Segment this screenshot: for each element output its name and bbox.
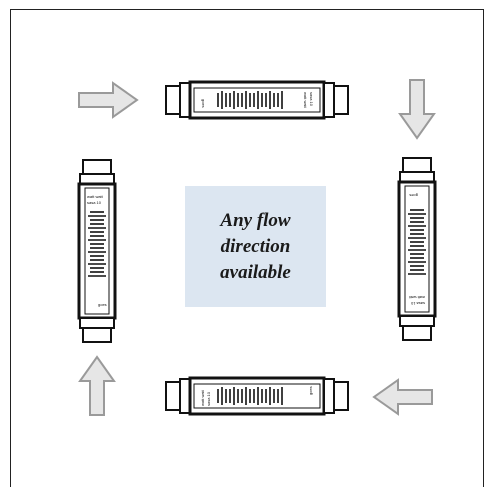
flow-arrow-up-icon <box>79 356 115 416</box>
device-bottom-label-3: sasa 10 <box>206 391 211 406</box>
device-top-label-2: watt watt <box>303 92 308 109</box>
flow-arrow-right-icon <box>78 82 138 118</box>
device-left: goes watt watt sasa 10 <box>77 158 117 344</box>
device-right-label-2: watt watt <box>408 295 425 300</box>
device-top: goes watt watt sasa 10 <box>164 80 350 120</box>
device-left-label-1: goes <box>98 302 107 307</box>
device-right: goes watt watt sasa 10 <box>397 156 437 342</box>
device-bottom-label-2: watt watt <box>200 389 205 406</box>
flow-arrow-left-icon <box>373 379 433 415</box>
center-note-box: Any flow direction available <box>185 186 326 307</box>
device-bottom: goes watt watt sasa 10 <box>164 376 350 416</box>
device-top-label-1: goes <box>201 99 206 108</box>
device-left-label-2: watt watt <box>87 194 104 199</box>
device-right-label-1: goes <box>409 193 418 198</box>
device-left-label-3: sasa 10 <box>87 200 102 205</box>
device-right-label-3: sasa 10 <box>410 301 425 306</box>
flow-arrow-down-icon <box>399 79 435 139</box>
device-bottom-label-1: goes <box>308 386 313 395</box>
device-top-label-3: sasa 10 <box>309 92 314 107</box>
diagram-frame <box>10 9 484 487</box>
center-note-text: Any flow direction available <box>220 209 291 283</box>
